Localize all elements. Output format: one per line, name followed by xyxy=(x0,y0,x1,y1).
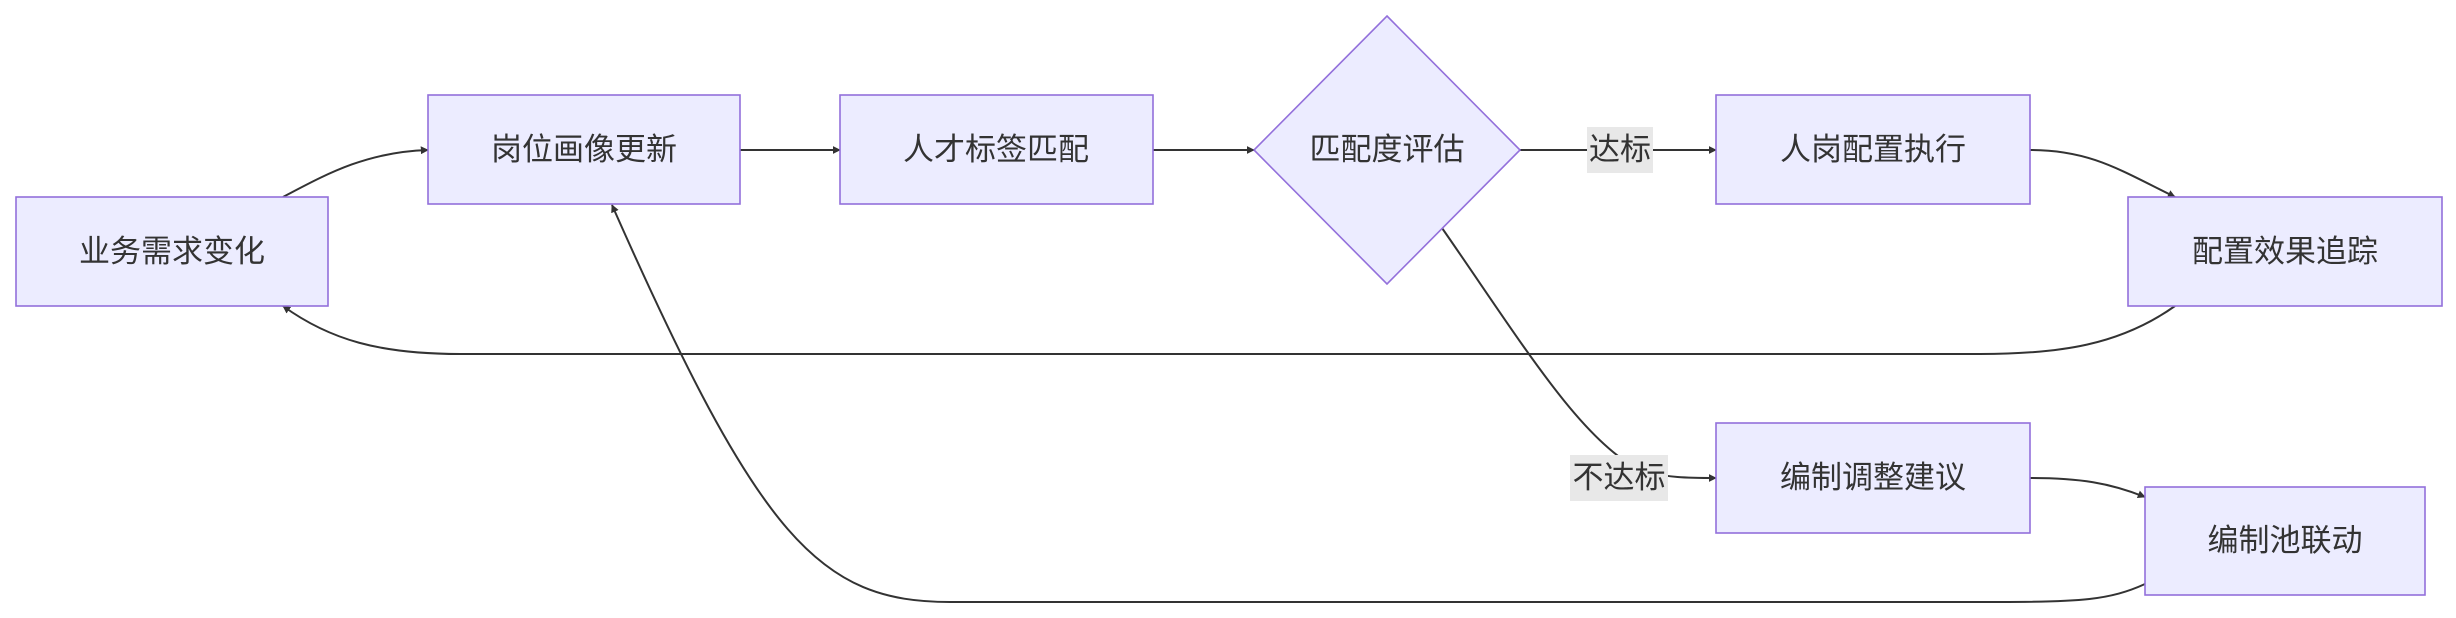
node-adjust-box xyxy=(1715,422,2031,534)
node-business-box xyxy=(15,196,329,307)
edges xyxy=(282,146,2176,603)
edge-label-pass: 达标 xyxy=(1589,132,1651,168)
node-track-label: 配置效果追踪 xyxy=(2192,234,2378,270)
edge-labels: 达标 不达标 xyxy=(1570,127,1668,501)
node-eval-diamond xyxy=(1252,14,1522,286)
node-pool-box xyxy=(2144,486,2426,596)
edge-business-to-profile xyxy=(282,146,429,198)
edge-label-fail-bg xyxy=(1570,455,1668,501)
edge-eval-to-adjust xyxy=(1441,227,1717,482)
node-pool: 编制池联动 xyxy=(2144,486,2426,596)
node-track: 配置效果追踪 xyxy=(2127,196,2443,307)
node-exec-label: 人岗配置执行 xyxy=(1780,132,1966,168)
node-match-box xyxy=(839,94,1154,205)
node-pool-label: 编制池联动 xyxy=(2208,523,2363,559)
node-profile: 岗位画像更新 xyxy=(427,94,741,205)
node-exec: 人岗配置执行 xyxy=(1715,94,2031,205)
edge-label-fail: 不达标 xyxy=(1573,460,1666,496)
node-profile-box xyxy=(427,94,741,205)
node-match-label: 人才标签匹配 xyxy=(903,132,1089,168)
node-eval: 匹配度评估 xyxy=(1252,14,1522,286)
node-adjust-label: 编制调整建议 xyxy=(1780,460,1966,496)
node-business-label: 业务需求变化 xyxy=(79,234,265,270)
node-exec-box xyxy=(1715,94,2031,205)
edge-exec-to-track xyxy=(2029,149,2176,198)
node-match: 人才标签匹配 xyxy=(839,94,1154,205)
edge-adjust-to-pool xyxy=(2029,477,2146,499)
node-eval-label: 匹配度评估 xyxy=(1310,132,1465,168)
node-business: 业务需求变化 xyxy=(15,196,329,307)
node-track-box xyxy=(2127,196,2443,307)
edge-track-to-business xyxy=(282,305,2176,355)
edge-label-pass-bg xyxy=(1587,127,1653,173)
edge-pool-to-profile xyxy=(611,204,2146,603)
node-adjust: 编制调整建议 xyxy=(1715,422,2031,534)
node-profile-label: 岗位画像更新 xyxy=(491,132,677,168)
